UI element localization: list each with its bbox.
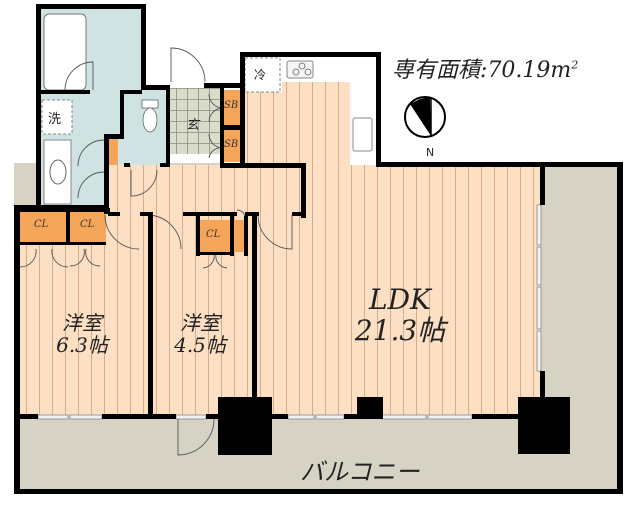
western-room-2-label: 洋室 4.5帖 xyxy=(160,312,240,356)
area-label: 専有面積:70.19m2 xyxy=(392,58,579,83)
area-title: 専有面積 xyxy=(392,58,481,83)
storage-units xyxy=(20,90,244,252)
windows xyxy=(37,204,542,420)
western-room-1-size: 6.3帖 xyxy=(56,333,108,357)
closet-label-2: CL xyxy=(80,219,95,230)
north-label: N xyxy=(426,146,435,159)
fridge-space xyxy=(244,57,281,93)
area-value: 70.19 xyxy=(487,58,551,83)
washbasin xyxy=(43,139,72,205)
closet-label-3: CL xyxy=(206,229,221,240)
laundry-label: 洗 xyxy=(48,112,62,127)
north-arrow-icon xyxy=(404,96,446,138)
washer-space xyxy=(41,99,73,135)
wood-floors xyxy=(20,82,540,415)
door-swings xyxy=(19,47,293,456)
entrance-label: 玄 xyxy=(186,118,200,133)
walls xyxy=(14,4,623,494)
closet-label-1: CL xyxy=(34,219,49,230)
ldk-size: 21.3帖 xyxy=(354,313,446,347)
entrance-floor xyxy=(170,88,222,154)
bathtub xyxy=(43,13,87,91)
western-room-1-label: 洋室 6.3帖 xyxy=(42,312,122,356)
western-room-2-name: 洋室 xyxy=(180,311,220,335)
toilet xyxy=(141,99,159,133)
shoebox-label-2: SB xyxy=(224,139,239,150)
fridge-label: 冷 xyxy=(254,68,267,82)
shoebox-label-1: SB xyxy=(224,100,239,111)
western-room-2-size: 4.5帖 xyxy=(174,333,226,357)
ldk-label: LDK 21.3帖 xyxy=(340,283,460,347)
western-room-1-name: 洋室 xyxy=(62,311,102,335)
ldk-name: LDK xyxy=(369,283,431,316)
balcony-label: バルコニー xyxy=(300,458,420,486)
